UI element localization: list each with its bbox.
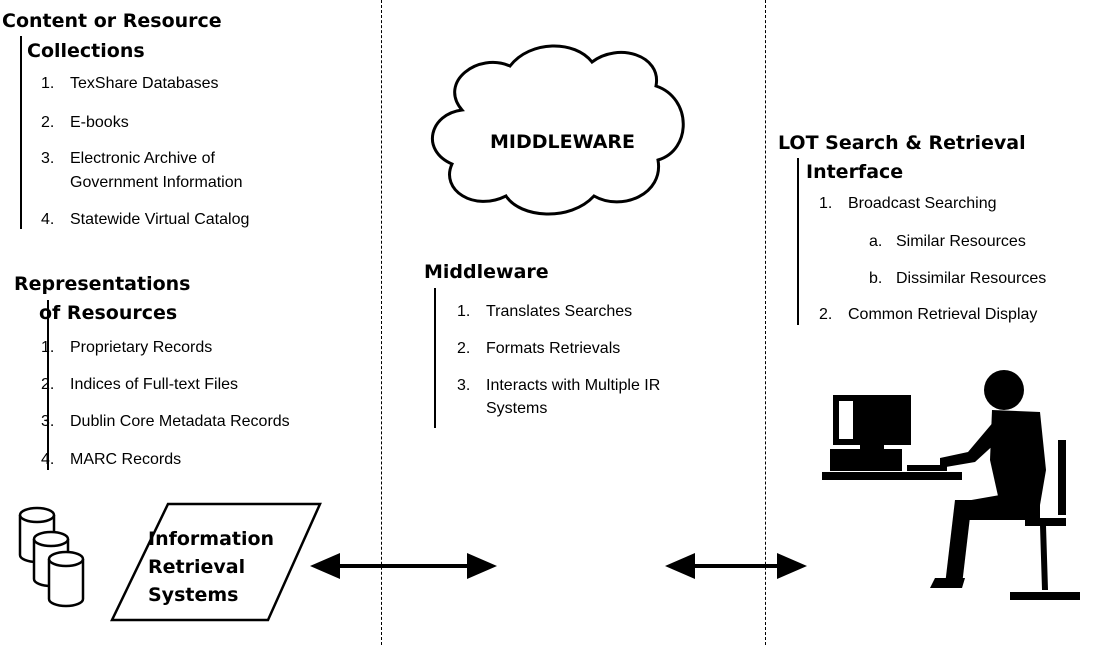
middleware-item-1-text: Translates Searches [486, 303, 633, 320]
content-collections-heading-line2: Collections [27, 40, 145, 62]
middleware-item-2-num: 2. [457, 340, 471, 357]
interface-heading-line2: Interface [806, 161, 904, 183]
content-item-2-num: 2. [41, 114, 55, 131]
content-item-3-text-line2: Government Information [70, 174, 243, 191]
database-icon [18, 506, 85, 608]
column-divider-right [765, 0, 766, 645]
interface-bar [797, 158, 799, 325]
repr-item-2-text: Indices of Full-text Files [70, 376, 239, 393]
interface-item-1a-text: Similar Resources [896, 233, 1026, 250]
representations-heading-line2: of Resources [39, 302, 178, 324]
repr-item-1-num: 1. [41, 339, 55, 356]
interface-item-1a-num: a. [869, 233, 883, 250]
ir-systems-box [110, 502, 322, 622]
repr-item-2-num: 2. [41, 376, 55, 393]
interface-item-2-text: Common Retrieval Display [848, 306, 1038, 323]
content-item-1-num: 1. [41, 75, 55, 92]
computer-user-icon [822, 370, 1080, 600]
content-item-3-num: 3. [41, 150, 55, 167]
interface-item-1b-text: Dissimilar Resources [896, 270, 1047, 287]
middleware-cloud [431, 44, 685, 216]
repr-item-4-text: MARC Records [70, 451, 182, 468]
interface-item-1b-num: b. [869, 270, 883, 287]
ir-box-line2: Retrieval [148, 556, 246, 578]
middleware-item-2-text: Formats Retrievals [486, 340, 621, 357]
middleware-bar [434, 288, 436, 428]
interface-item-2-num: 2. [819, 306, 833, 323]
content-item-1-text: TexShare Databases [70, 75, 219, 92]
cloud-label: MIDDLEWARE [490, 131, 636, 153]
middleware-item-1-num: 1. [457, 303, 471, 320]
repr-item-4-num: 4. [41, 451, 55, 468]
content-item-4-num: 4. [41, 211, 55, 228]
middleware-item-3-text-line1: Interacts with Multiple IR [486, 377, 661, 394]
middleware-heading: Middleware [424, 261, 549, 283]
repr-item-3-num: 3. [41, 413, 55, 430]
content-collections-bar [20, 36, 22, 229]
content-item-3-text-line1: Electronic Archive of [70, 150, 215, 167]
interface-item-1-text: Broadcast Searching [848, 195, 997, 212]
interface-item-1-num: 1. [819, 195, 833, 212]
content-collections-heading-line1: Content or Resource [2, 10, 222, 32]
content-item-4-text: Statewide Virtual Catalog [70, 211, 250, 228]
column-divider-left [381, 0, 382, 645]
arrow-middleware-to-interface [665, 553, 807, 579]
content-item-2-text: E-books [70, 114, 129, 131]
middleware-item-3-num: 3. [457, 377, 471, 394]
repr-item-3-text: Dublin Core Metadata Records [70, 413, 290, 430]
representations-heading-line1: Representations [14, 273, 191, 295]
arrow-ir-to-middleware [310, 553, 497, 579]
representations-bar [47, 300, 49, 470]
ir-box-line3: Systems [148, 584, 239, 606]
interface-heading-line1: LOT Search & Retrieval [778, 132, 1026, 154]
repr-item-1-text: Proprietary Records [70, 339, 213, 356]
ir-box-line1: Information [148, 528, 275, 550]
middleware-item-3-text-line2: Systems [486, 400, 548, 417]
